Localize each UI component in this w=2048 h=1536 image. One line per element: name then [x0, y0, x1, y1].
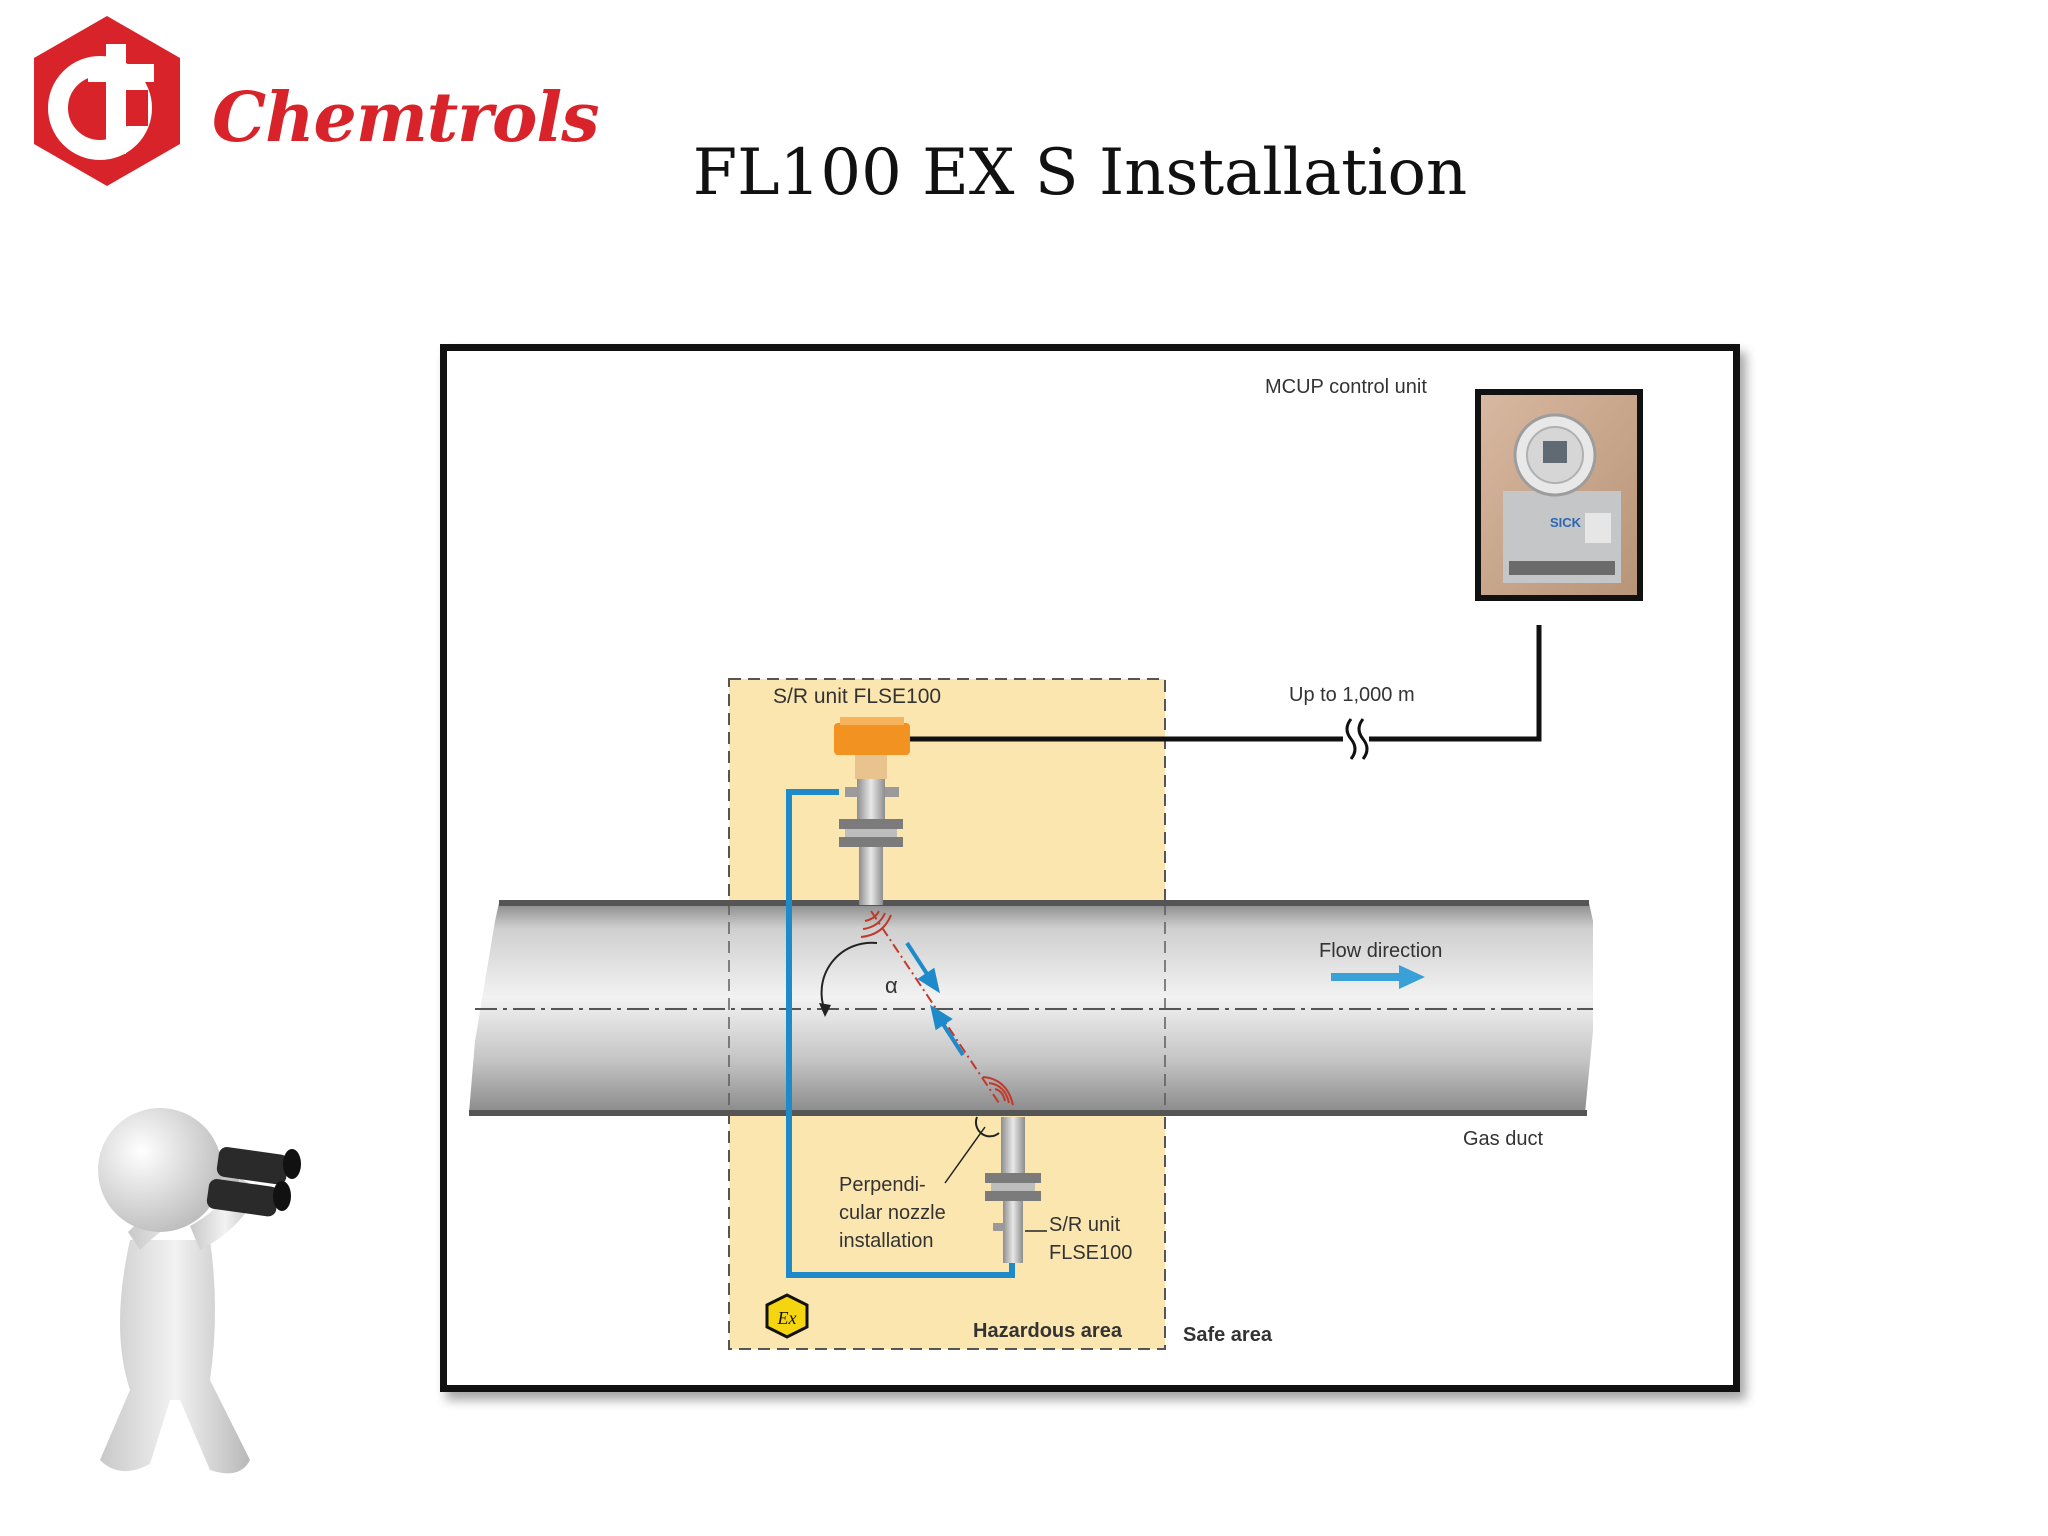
gas-duct: [469, 903, 1593, 1113]
cable-length-label: Up to 1,000 m: [1289, 684, 1415, 706]
mcup-control-unit-photo: SICK: [1475, 389, 1643, 601]
signal-cable: [910, 625, 1542, 742]
nozzle-label-line2: cular nozzle: [839, 1202, 946, 1224]
angle-arc: [820, 941, 878, 1012]
binoculars-figure-icon: [98, 1108, 301, 1474]
sr-unit-bottom: [985, 1117, 1041, 1263]
purge-air-line: [786, 789, 1015, 1278]
sound-direction-arrows: [905, 941, 965, 1057]
signal-waves-bottom: [982, 1076, 1014, 1106]
installation-diagram: α SICK: [469, 376, 1643, 1350]
chemtrols-hexagon-icon: [34, 16, 180, 186]
hazardous-area-label: Hazardous area: [973, 1320, 1123, 1342]
angle-label: α: [885, 973, 898, 998]
safe-area-label: Safe area: [1183, 1324, 1273, 1346]
device-brand-label: SICK: [1550, 515, 1582, 530]
ex-hazard-icon: Ex: [765, 1293, 809, 1339]
diagram-frame: α SICK: [440, 344, 1740, 1392]
sr-unit-bottom-label-line1: S/R unit: [1049, 1214, 1121, 1236]
measurement-path: [870, 910, 1000, 1104]
flow-direction-label: Flow direction: [1319, 940, 1442, 962]
sr-unit-top-label: S/R unit FLSE100: [773, 685, 941, 708]
logo-wordmark: Chemtrols: [212, 78, 599, 158]
signal-waves-top: [860, 910, 892, 938]
sr-unit-bottom-label-line2: FLSE100: [1049, 1242, 1132, 1264]
chemtrols-logo: Chemtrols: [22, 16, 599, 186]
mcup-control-unit-label: MCUP control unit: [1265, 376, 1427, 398]
slide-title: FL100 EX S Installation: [692, 136, 1468, 210]
svg-text:Ex: Ex: [777, 1308, 797, 1328]
flow-direction-arrow: [1331, 965, 1425, 989]
cable-break-icon: [1345, 718, 1357, 760]
sr-unit-top: [834, 717, 910, 905]
gas-duct-label: Gas duct: [1463, 1128, 1543, 1150]
nozzle-label-line3: installation: [839, 1230, 934, 1252]
nozzle-label-line1: Perpendi-: [839, 1174, 926, 1196]
